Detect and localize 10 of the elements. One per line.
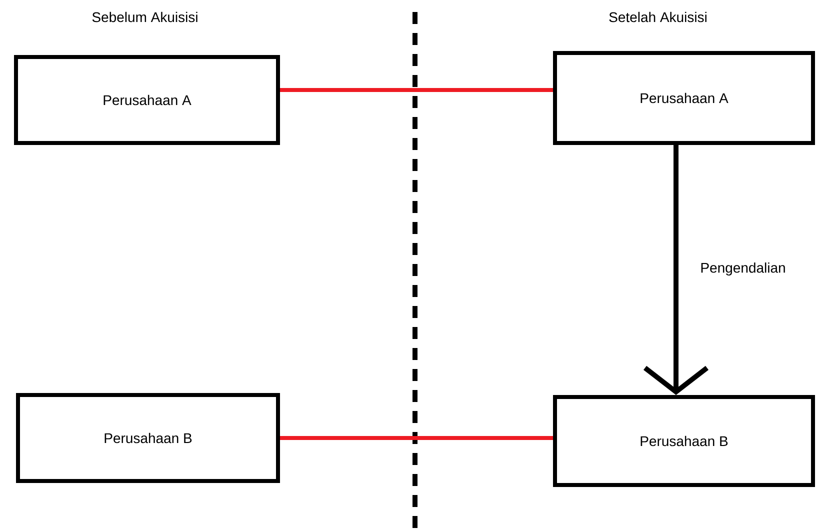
heading-label: Sebelum Akuisisi	[92, 12, 198, 22]
heading-label: Setelah Akuisisi	[609, 12, 706, 22]
connector-line	[280, 436, 553, 440]
company-box: Perusahaan A	[14, 55, 280, 145]
connector-line	[280, 88, 553, 92]
connector-line	[643, 145, 709, 395]
company-box: Perusahaan B	[16, 393, 280, 483]
edge-label: Pengendalian	[698, 260, 788, 278]
company-box: Perusahaan A	[553, 51, 815, 145]
company-box: Perusahaan B	[553, 395, 815, 487]
